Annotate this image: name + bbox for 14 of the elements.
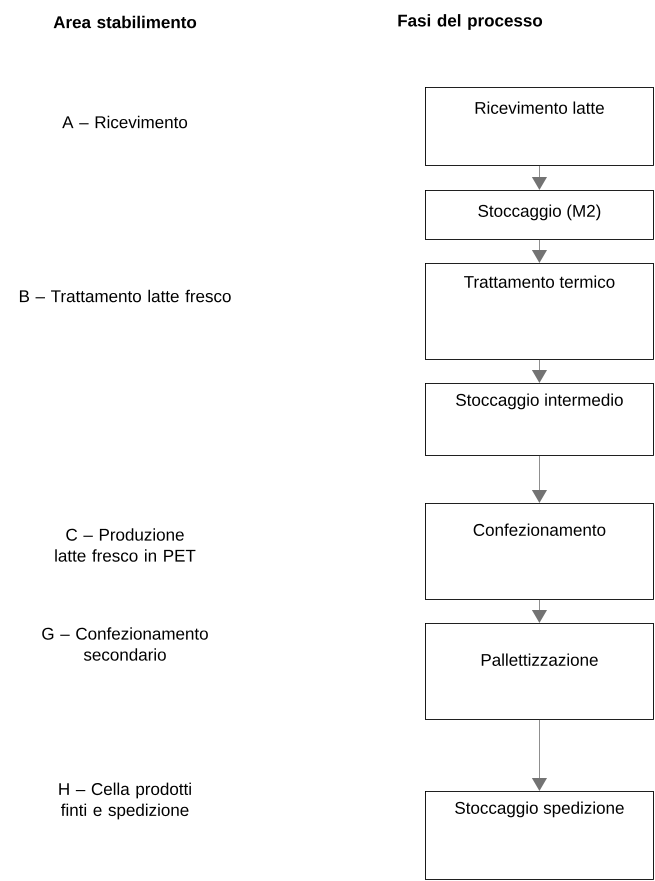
- area-label: G – Confezionamento secondario: [42, 627, 208, 661]
- area-label: H – Cella prodotti finti e spedizione: [59, 782, 191, 820]
- process-box: Ricevimento latte: [425, 87, 654, 166]
- process-box: Pallettizzazione: [425, 623, 654, 720]
- process-box: Stoccaggio (M2): [425, 190, 654, 240]
- process-box: Confezionamento: [425, 503, 654, 600]
- area-label: B – Trattamento latte fresco: [20, 290, 231, 302]
- area-label: A – Ricevimento: [62, 116, 188, 128]
- column-heading: Area stabilimento: [54, 16, 196, 28]
- process-box: Stoccaggio intermedio: [425, 383, 654, 456]
- process-box: Stoccaggio spedizione: [425, 791, 654, 880]
- process-box: Trattamento termico: [425, 263, 654, 360]
- area-label: C – Produzione latte fresco in PET: [55, 528, 196, 562]
- column-heading: Fasi del processo: [398, 14, 542, 30]
